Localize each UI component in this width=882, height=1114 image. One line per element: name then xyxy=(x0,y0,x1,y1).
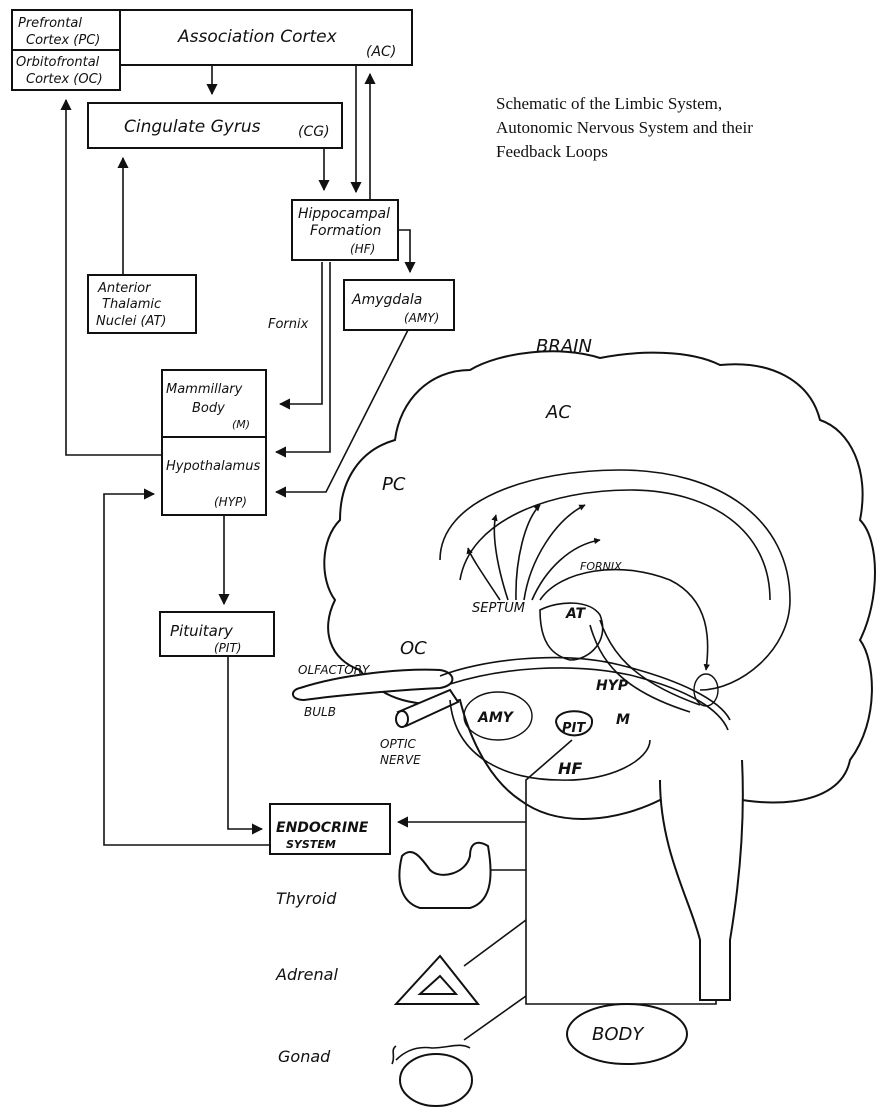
mammillary-hypothalamus-box: Mammillary Body (M) Hypothalamus (HYP) xyxy=(162,370,266,515)
amygdala-box: Amygdala (AMY) xyxy=(344,280,454,330)
olfactory-label: OLFACTORY xyxy=(298,663,371,677)
septum-label: SEPTUM xyxy=(472,601,525,616)
hippocampal-abbr: (HF) xyxy=(350,242,375,256)
hippocampal-label: Hippocampal xyxy=(298,206,390,222)
mammillary-abbr: (M) xyxy=(232,418,250,431)
orbitofrontal-label: Cortex (OC) xyxy=(26,72,103,87)
association-cortex-abbr: (AC) xyxy=(366,44,396,60)
cingulate-gyrus-abbr: (CG) xyxy=(298,124,330,140)
cingulate-gyrus-box: Cingulate Gyrus (CG) xyxy=(88,103,342,148)
gonad-label: Gonad xyxy=(278,1047,331,1066)
endocrine-system-box: ENDOCRINE SYSTEM xyxy=(270,804,390,854)
hippocampal-label: Formation xyxy=(310,223,381,239)
brain-region-hf: HF xyxy=(558,759,582,778)
endocrine-label: ENDOCRINE xyxy=(276,820,369,836)
mammillary-label: Body xyxy=(192,401,225,416)
association-cortex-box: Association Cortex (AC) xyxy=(120,10,412,65)
body-label: BODY xyxy=(592,1024,645,1045)
anterior-thalamic-label: Anterior xyxy=(97,281,152,296)
mammillary-label: Mammillary xyxy=(166,382,243,397)
anterior-thalamic-label: Thalamic xyxy=(102,297,161,312)
endocrine-label: SYSTEM xyxy=(286,838,336,851)
fornix-label: Fornix xyxy=(268,317,309,332)
brain-region-m: M xyxy=(616,712,630,728)
association-cortex-label: Association Cortex xyxy=(177,27,338,47)
bulb-label: BULB xyxy=(304,705,336,719)
pituitary-box: Pituitary (PIT) xyxy=(160,612,274,656)
prefrontal-label: Prefrontal xyxy=(18,16,82,31)
brainstem xyxy=(660,760,743,1000)
adrenal-label: Adrenal xyxy=(275,965,338,984)
brain-region-pit: PIT xyxy=(562,721,586,736)
amygdala-abbr: (AMY) xyxy=(404,311,439,325)
brain-label: BRAIN xyxy=(536,336,592,357)
pituitary-label: Pituitary xyxy=(170,622,234,640)
orbitofrontal-label: Orbitofrontal xyxy=(16,55,100,70)
gonad-gland xyxy=(392,1045,472,1106)
optic-label: NERVE xyxy=(380,753,421,767)
anterior-thalamic-label: Nuclei (AT) xyxy=(96,314,167,329)
brain-region-amy: AMY xyxy=(477,710,515,726)
hippocampal-formation-box: Hippocampal Formation (HF) xyxy=(292,200,398,260)
cingulate-gyrus-label: Cingulate Gyrus xyxy=(124,117,261,137)
adrenal-gland xyxy=(396,956,478,1004)
anterior-thalamic-box: Anterior Thalamic Nuclei (AT) xyxy=(88,275,196,333)
brain-illustration: BRAIN AC PC OC OLFACTORY BULB OPTIC NERV… xyxy=(293,336,875,1000)
body-ellipse: BODY xyxy=(567,1004,687,1064)
fornix-brain-label: FORNIX xyxy=(580,560,622,573)
amygdala-label: Amygdala xyxy=(351,292,422,308)
thyroid-gland xyxy=(399,843,490,908)
hypothalamus-label: Hypothalamus xyxy=(166,459,260,474)
brain-region-oc: OC xyxy=(400,638,427,659)
brain-region-pc: PC xyxy=(382,474,406,495)
brain-region-ac: AC xyxy=(545,402,571,423)
prefrontal-box: Prefrontal Cortex (PC) Orbitofrontal Cor… xyxy=(12,10,120,90)
brain-region-at: AT xyxy=(565,606,586,622)
hypothalamus-abbr: (HYP) xyxy=(214,495,247,509)
pituitary-abbr: (PIT) xyxy=(214,641,241,655)
thyroid-label: Thyroid xyxy=(276,889,337,908)
prefrontal-label: Cortex (PC) xyxy=(26,33,100,48)
brain-region-hyp: HYP xyxy=(596,678,629,694)
optic-label: OPTIC xyxy=(380,737,417,751)
